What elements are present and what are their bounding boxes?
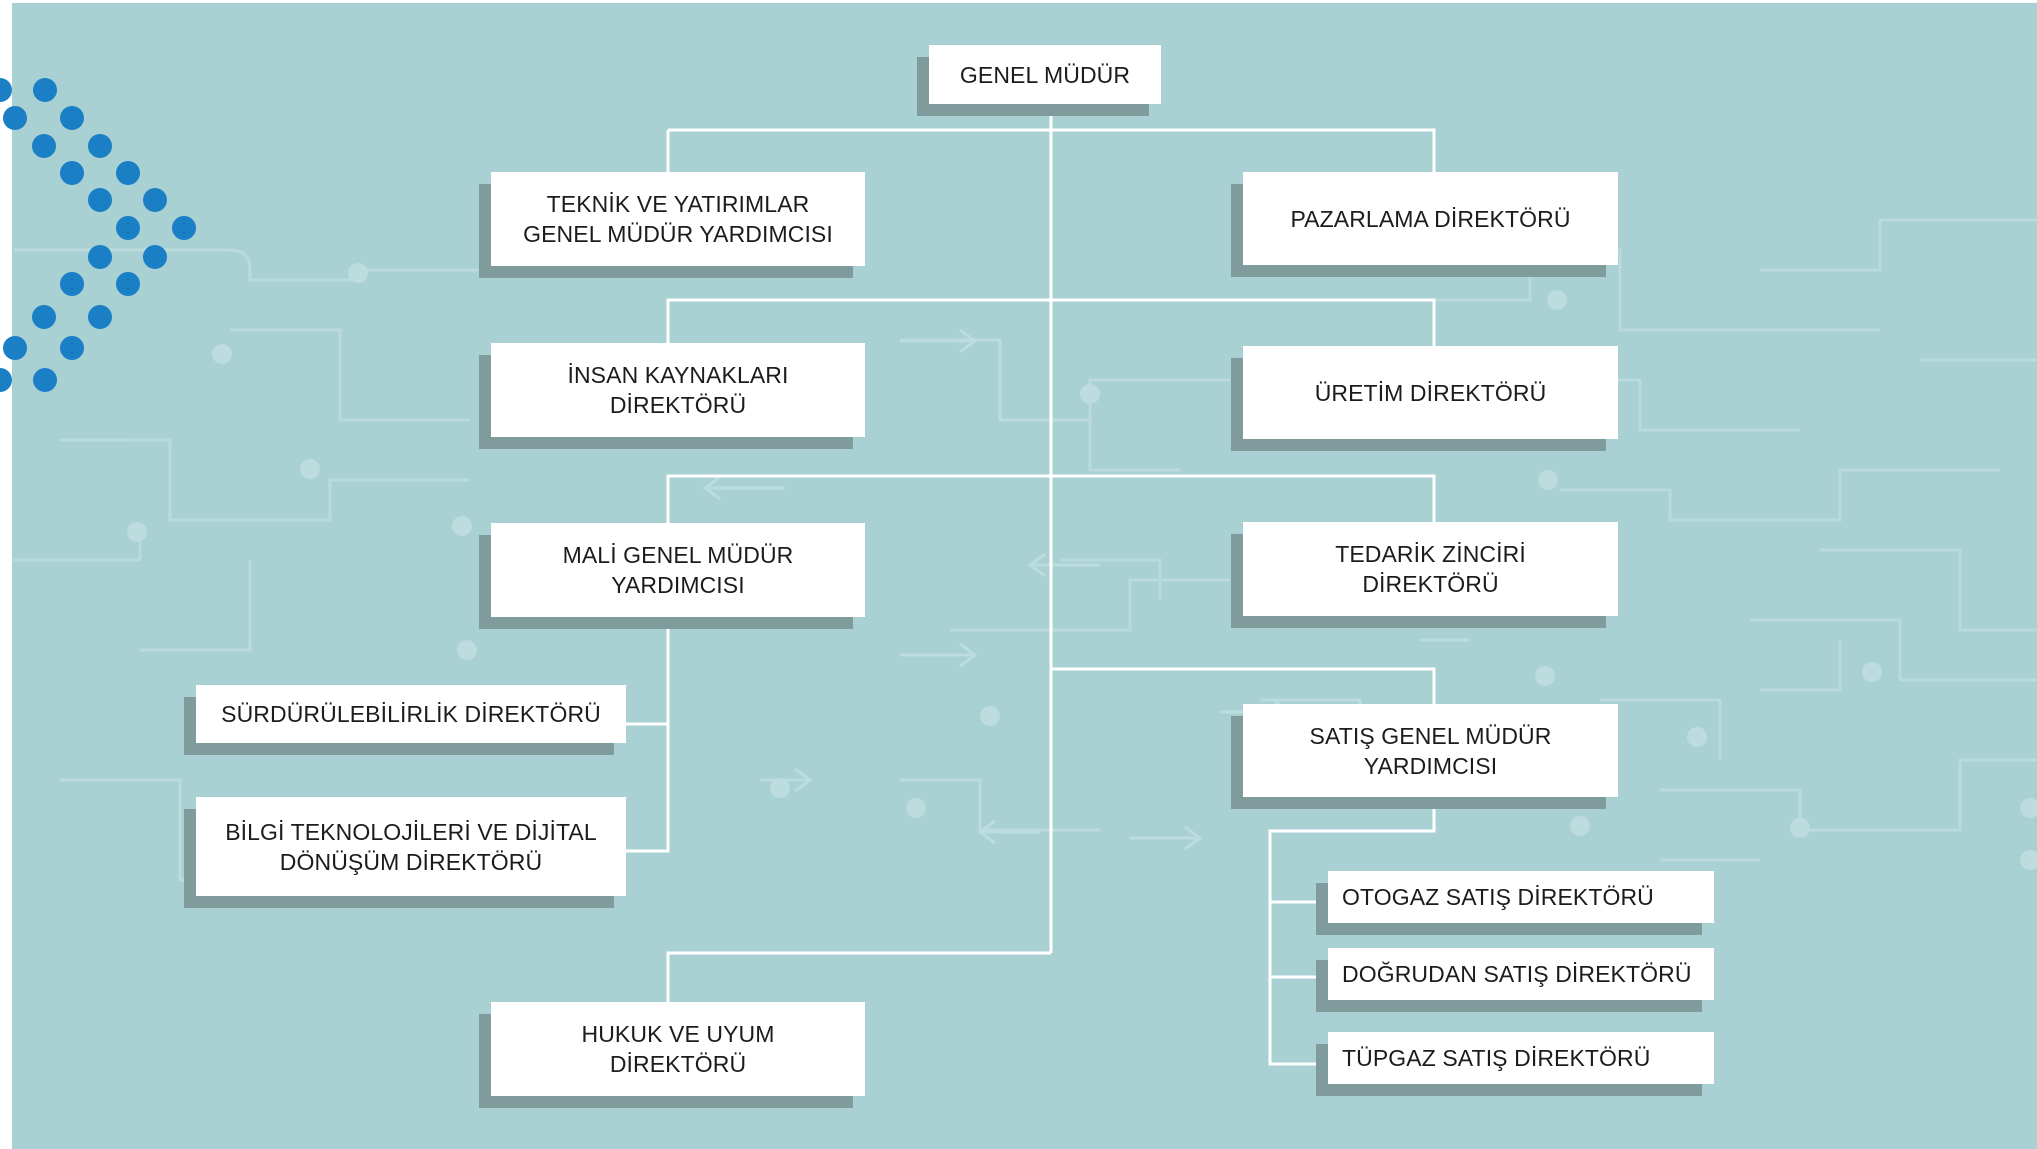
org-node-teknik-yatirimlar: TEKNİK VE YATIRIMLAR GENEL MÜDÜR YARDIMC… [491, 172, 865, 266]
org-node-label: MALİ GENEL MÜDÜR YARDIMCISI [562, 542, 794, 598]
org-node-label: DOĞRUDAN SATIŞ DİREKTÖRÜ [1342, 961, 1692, 987]
org-node-surdurulebilirlik: SÜRDÜRÜLEBİLİRLİK DİREKTÖRÜ [196, 685, 626, 743]
org-node-label: PAZARLAMA DİREKTÖRÜ [1290, 205, 1571, 232]
org-node-label: İNSAN KAYNAKLARI DİREKTÖRÜ [567, 362, 789, 418]
org-node-label: GENEL MÜDÜR [959, 61, 1131, 88]
decorative-dot [116, 272, 140, 296]
org-node-label: OTOGAZ SATIŞ DİREKTÖRÜ [1342, 884, 1654, 910]
org-node-uretim: ÜRETİM DİREKTÖRÜ [1243, 346, 1618, 439]
decorative-dot [116, 161, 140, 185]
org-node-satis: SATIŞ GENEL MÜDÜR YARDIMCISI [1243, 704, 1618, 797]
org-node-label: BİLGİ TEKNOLOJİLERİ VE DİJİTAL DÖNÜŞÜM D… [225, 818, 597, 875]
decorative-dot [60, 161, 84, 185]
decorative-dot [0, 78, 12, 102]
decorative-dot [60, 106, 84, 130]
decorative-dot [0, 368, 12, 392]
org-node-label: SÜRDÜRÜLEBİLİRLİK DİREKTÖRÜ [221, 701, 601, 727]
decorative-dot [60, 336, 84, 360]
org-node-tupgaz-satis: TÜPGAZ SATIŞ DİREKTÖRÜ [1328, 1032, 1714, 1084]
decorative-dot [143, 188, 167, 212]
org-node-bilgi-teknolojileri: BİLGİ TEKNOLOJİLERİ VE DİJİTAL DÖNÜŞÜM D… [196, 797, 626, 896]
org-node-insan-kaynaklari: İNSAN KAYNAKLARI DİREKTÖRÜ [491, 343, 865, 437]
org-node-dogrudan-satis: DOĞRUDAN SATIŞ DİREKTÖRÜ [1328, 948, 1714, 1000]
decorative-dot [116, 216, 140, 240]
decorative-dot [88, 245, 112, 269]
decorative-dot [3, 106, 27, 130]
org-node-label: HUKUK VE UYUM DİREKTÖRÜ [581, 1021, 775, 1077]
decorative-dot [88, 134, 112, 158]
org-node-otogaz-satis: OTOGAZ SATIŞ DİREKTÖRÜ [1328, 871, 1714, 923]
decorative-dot [60, 272, 84, 296]
org-node-label: TÜPGAZ SATIŞ DİREKTÖRÜ [1342, 1045, 1651, 1071]
decorative-dot [3, 336, 27, 360]
org-node-tedarik-zinciri: TEDARİK ZİNCİRİ DİREKTÖRÜ [1243, 522, 1618, 616]
org-node-label: TEKNİK VE YATIRIMLAR GENEL MÜDÜR YARDIMC… [523, 191, 833, 247]
decorative-dot [88, 305, 112, 329]
decorative-dot [88, 188, 112, 212]
decorative-dot [172, 216, 196, 240]
org-node-label: SATIŞ GENEL MÜDÜR YARDIMCISI [1309, 722, 1552, 779]
org-node-pazarlama: PAZARLAMA DİREKTÖRÜ [1243, 172, 1618, 265]
org-node-label: ÜRETİM DİREKTÖRÜ [1314, 379, 1547, 406]
decorative-dot [33, 78, 57, 102]
decorative-dot [32, 305, 56, 329]
org-node-label: TEDARİK ZİNCİRİ DİREKTÖRÜ [1335, 541, 1526, 597]
org-node-genel-mudur: GENEL MÜDÜR [929, 45, 1161, 104]
decorative-dot [33, 368, 57, 392]
decorative-dot [143, 245, 167, 269]
decorative-dot [32, 134, 56, 158]
org-node-hukuk-uyum: HUKUK VE UYUM DİREKTÖRÜ [491, 1002, 865, 1096]
org-node-mali: MALİ GENEL MÜDÜR YARDIMCISI [491, 523, 865, 617]
